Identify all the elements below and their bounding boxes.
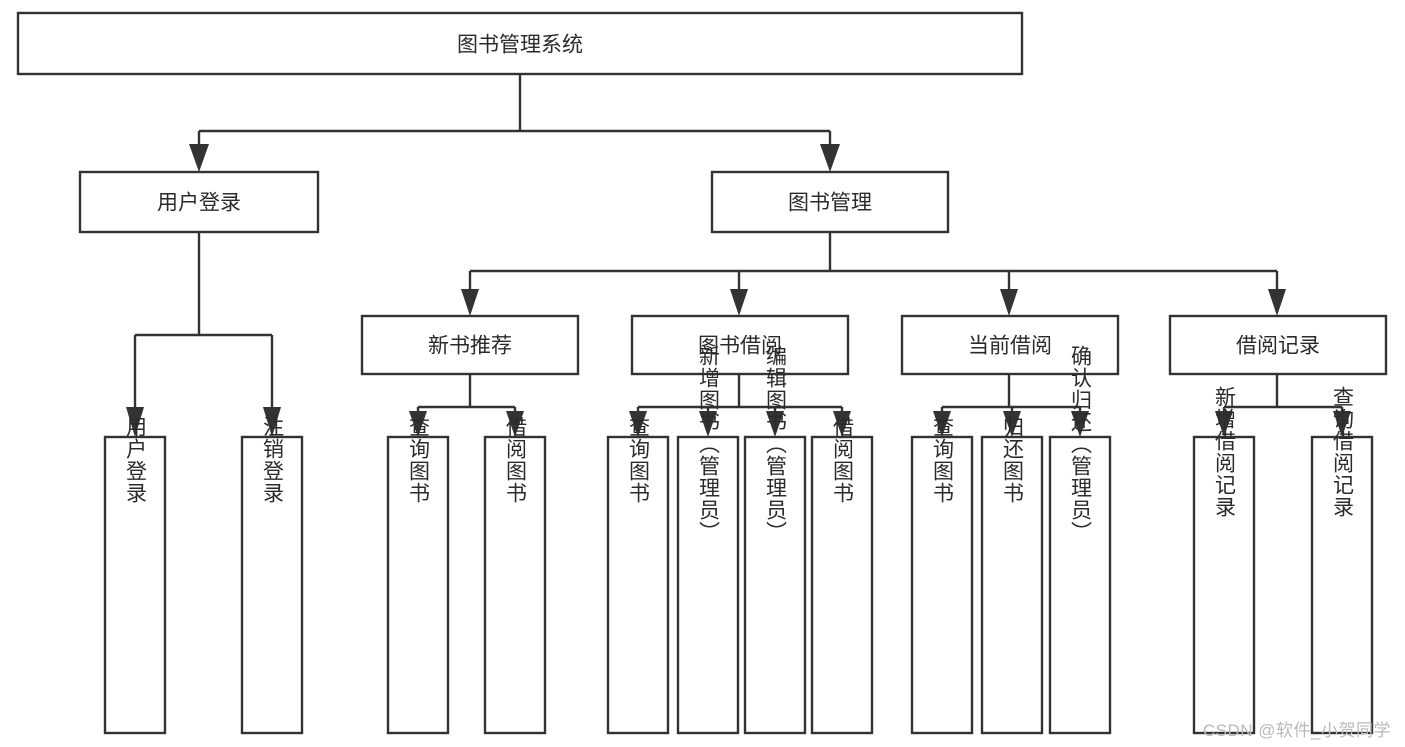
- arrow-head-leaf-query-book-1: [409, 411, 427, 437]
- node-leaf-borrow-book-1[interactable]: 借阅图书: [483, 416, 547, 735]
- node-leaf-query-book-1-label: 查询图书: [407, 416, 431, 504]
- node-new-book-rec-box[interactable]: [360, 314, 580, 376]
- node-leaf-user-login-box[interactable]: [103, 435, 167, 735]
- arrow-head-current-borrow: [1000, 289, 1018, 316]
- arrow-head-leaf-add-book: [699, 411, 717, 437]
- arrow-head-leaf-borrow-book-2: [833, 411, 851, 437]
- node-root-label: 图书管理系统: [457, 34, 583, 57]
- node-user-login-label: 用户登录: [157, 192, 241, 215]
- arrow-head-leaf-borrow-book-1: [506, 411, 524, 437]
- arrow-head-leaf-return-book: [1003, 411, 1021, 437]
- connector-layer: [126, 74, 1351, 437]
- node-leaf-borrow-book-2-label: 借阅图书: [831, 416, 855, 504]
- node-leaf-query-record[interactable]: 查询借阅记录: [1310, 386, 1374, 735]
- node-book-borrow-box[interactable]: [630, 314, 850, 376]
- node-leaf-return-book[interactable]: 归还图书: [980, 416, 1044, 735]
- arrow-head-borrow-record: [1268, 289, 1286, 316]
- node-leaf-borrow-book-1-label: 借阅图书: [504, 416, 528, 504]
- node-leaf-query-book-1[interactable]: 查询图书: [386, 416, 450, 735]
- node-leaf-borrow-book-2[interactable]: 借阅图书: [810, 416, 874, 735]
- node-leaf-query-book-3-label: 查询图书: [931, 416, 955, 504]
- node-leaf-query-book-3[interactable]: 查询图书: [910, 416, 974, 735]
- node-leaf-edit-book-box[interactable]: [743, 435, 807, 735]
- node-leaf-logout[interactable]: 注销登录: [240, 416, 304, 735]
- node-leaf-edit-book[interactable]: 编辑图书（管理员）: [743, 345, 807, 735]
- node-leaf-add-record-label: 新增借阅记录: [1213, 386, 1237, 518]
- node-leaf-query-book-2-box[interactable]: [606, 435, 670, 735]
- arrow-head-leaf-logout: [263, 407, 281, 437]
- node-leaf-query-record-box[interactable]: [1310, 435, 1374, 735]
- node-leaf-edit-book-label: 编辑图书（管理员）: [764, 345, 788, 543]
- node-book-manage[interactable]: 图书管理: [710, 170, 950, 234]
- node-leaf-query-book-2[interactable]: 查询图书: [606, 416, 670, 735]
- node-book-manage-label: 图书管理: [788, 192, 872, 215]
- node-leaf-add-record-box[interactable]: [1192, 435, 1256, 735]
- watermark-text: CSDN @软件_小贺同学: [1202, 721, 1391, 740]
- node-leaf-confirm-return-label: 确认归还（管理员）: [1069, 345, 1093, 543]
- arrow-head-leaf-query-book-2: [629, 411, 647, 437]
- arrow-head-leaf-add-record: [1215, 411, 1233, 437]
- arrow-head-new-book-rec: [461, 289, 479, 316]
- arrow-head-leaf-edit-book: [766, 411, 784, 437]
- node-leaf-user-login-label: 用户登录: [124, 416, 148, 504]
- node-current-borrow[interactable]: 当前借阅: [900, 314, 1120, 376]
- node-leaf-query-book-2-label: 查询图书: [627, 416, 651, 504]
- node-leaf-query-book-1-box[interactable]: [386, 435, 450, 735]
- arrow-head-leaf-confirm-return: [1071, 411, 1089, 437]
- node-user-login-box[interactable]: [78, 170, 320, 234]
- arrow-head-leaf-user-login: [126, 407, 144, 437]
- node-book-manage-box[interactable]: [710, 170, 950, 234]
- node-leaf-return-book-box[interactable]: [980, 435, 1044, 735]
- node-leaf-confirm-return-box[interactable]: [1048, 435, 1112, 735]
- node-leaf-borrow-book-1-box[interactable]: [483, 435, 547, 735]
- node-leaf-logout-label: 注销登录: [261, 416, 285, 504]
- node-current-borrow-label: 当前借阅: [968, 335, 1052, 358]
- arrow-head-leaf-query-book-3: [933, 411, 951, 437]
- node-current-borrow-box[interactable]: [900, 314, 1120, 376]
- node-leaf-confirm-return[interactable]: 确认归还（管理员）: [1048, 345, 1112, 735]
- node-leaf-user-login[interactable]: 用户登录: [103, 416, 167, 735]
- node-book-borrow-label: 图书借阅: [698, 335, 782, 358]
- arrow-head-book-manage: [820, 144, 840, 172]
- node-user-login[interactable]: 用户登录: [78, 170, 320, 234]
- arrow-head-leaf-query-record: [1333, 411, 1351, 437]
- node-leaf-add-book-label: 新增图书（管理员）: [697, 345, 721, 543]
- node-leaf-query-record-label: 查询借阅记录: [1331, 386, 1355, 518]
- node-leaf-logout-box[interactable]: [240, 435, 304, 735]
- node-borrow-record-box[interactable]: [1168, 314, 1388, 376]
- node-leaf-add-record[interactable]: 新增借阅记录: [1192, 386, 1256, 735]
- node-new-book-rec-label: 新书推荐: [428, 335, 512, 358]
- arrow-head-book-borrow: [730, 289, 748, 316]
- node-root[interactable]: 图书管理系统: [16, 11, 1024, 76]
- node-leaf-borrow-book-2-box[interactable]: [810, 435, 874, 735]
- node-borrow-record[interactable]: 借阅记录: [1168, 314, 1388, 376]
- arrow-head-user-login: [189, 144, 209, 172]
- node-leaf-return-book-label: 归还图书: [1001, 416, 1025, 504]
- node-leaf-add-book-box[interactable]: [676, 435, 740, 735]
- node-book-borrow[interactable]: 图书借阅: [630, 314, 850, 376]
- node-borrow-record-label: 借阅记录: [1236, 335, 1320, 358]
- node-leaf-query-book-3-box[interactable]: [910, 435, 974, 735]
- node-root-box[interactable]: [16, 11, 1024, 76]
- node-new-book-rec[interactable]: 新书推荐: [360, 314, 580, 376]
- node-leaf-add-book[interactable]: 新增图书（管理员）: [676, 345, 740, 735]
